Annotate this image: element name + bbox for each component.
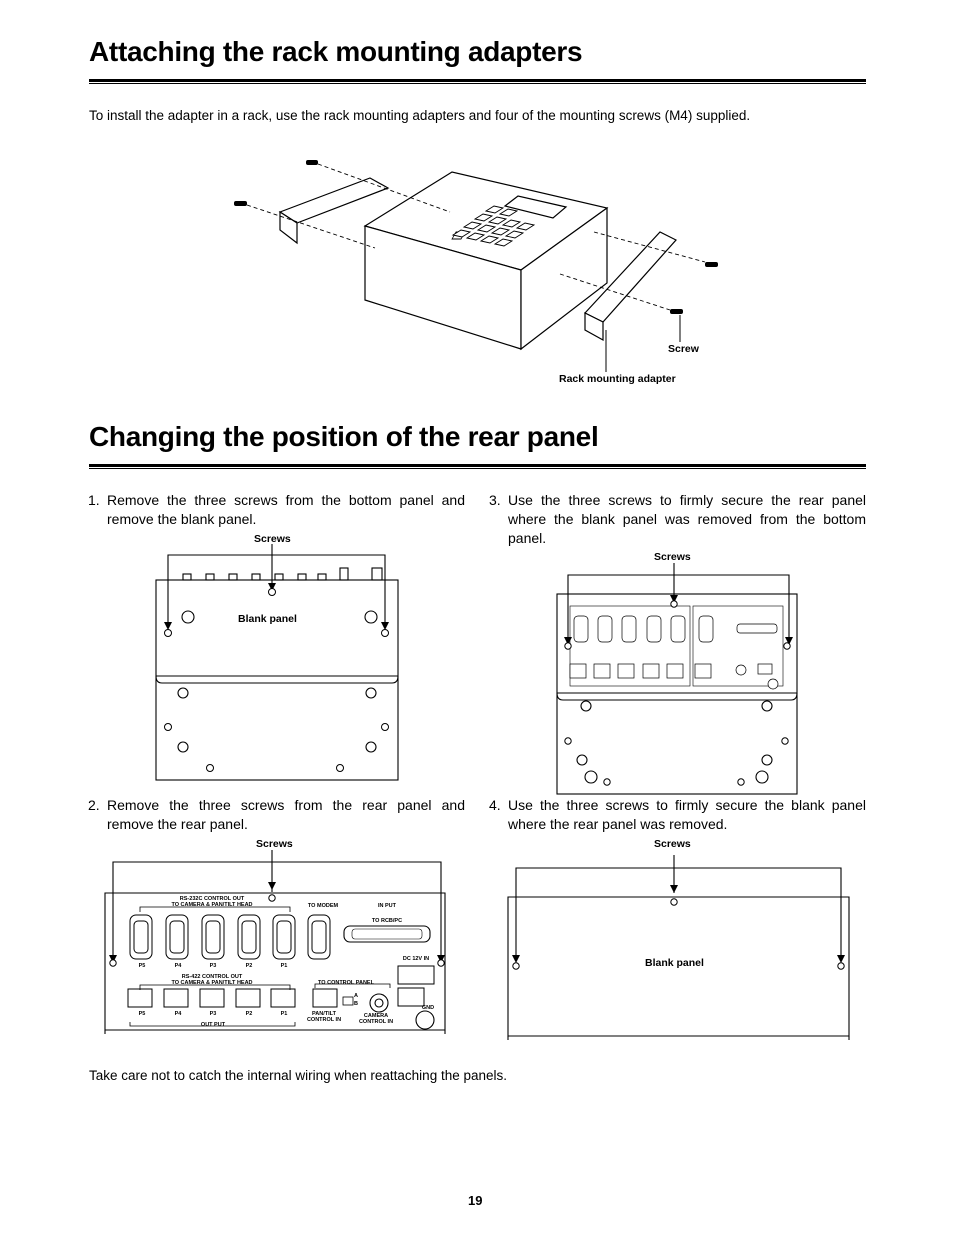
dc-in-label: DC 12V IN [403, 956, 429, 962]
intro-paragraph: To install the adapter in a rack, use th… [89, 108, 751, 123]
port-label: P4 [175, 1011, 183, 1017]
in-put-label: IN PUT [378, 903, 397, 909]
camera-label-2: CONTROL IN [359, 1019, 393, 1025]
title-rule [89, 79, 866, 82]
screw-icon [164, 588, 389, 772]
pan-tilt-label-2: CONTROL IN [307, 1017, 341, 1023]
to-control-panel-label: TO CONTROL PANEL [318, 980, 375, 986]
out-put-label: OUT PUT [201, 1022, 226, 1028]
section-title-rack-mounting: Attaching the rack mounting adapters [89, 36, 583, 67]
port-label: P2 [246, 963, 253, 969]
switch-a-label: A [354, 993, 358, 999]
rack-mount-illustration [234, 160, 718, 372]
port-label: P5 [139, 963, 146, 969]
page-number: 19 [468, 1193, 483, 1208]
rack-adapter-label: Rack mounting adapter [559, 373, 676, 385]
screw-icon [109, 894, 445, 967]
rs232-label-2: TO CAMERA & PAN/TILT HEAD [171, 902, 252, 908]
pan-tilt-label-1: PAN/TILT [312, 1011, 337, 1017]
keypad-keys [451, 205, 536, 247]
blank-panel-label: Blank panel [238, 613, 297, 625]
rs232-label-1: RS-232C CONTROL OUT [180, 896, 245, 902]
screw-label: Screw [668, 343, 699, 355]
step-4: 4.Use the three screws to firmly secure … [489, 797, 866, 832]
note-text: Take care not to catch the internal wiri… [89, 1068, 507, 1083]
screw-icon [512, 898, 845, 970]
section-title-rear-panel: Changing the position of the rear panel [89, 421, 599, 452]
port-label: P3 [210, 1011, 217, 1017]
rs422-label-1: RS-422 CONTROL OUT [182, 974, 243, 980]
gnd-label: GND [422, 1005, 434, 1011]
db9-connectors [129, 914, 331, 960]
switch-b-label: B [354, 1001, 358, 1007]
screws-label: Screws [254, 533, 291, 545]
port-label: P1 [281, 963, 288, 969]
screws-label: Screws [256, 838, 293, 850]
step-2: 2.Remove the three screws from the rear … [88, 797, 465, 832]
port-label: P4 [175, 963, 183, 969]
title-rule-thin [89, 468, 866, 469]
port-label: P1 [281, 1011, 288, 1017]
port-label: P5 [139, 1011, 146, 1017]
screw-icon [234, 160, 718, 314]
camera-label-1: CAMERA [364, 1013, 388, 1019]
step-3: 3.Use the three screws to firmly secure … [489, 492, 866, 546]
to-modem-label: TO MODEM [308, 903, 339, 909]
to-rcb-label: TO RCB/PC [372, 918, 402, 924]
title-rule-thin [89, 83, 866, 84]
port-label: P2 [246, 1011, 253, 1017]
port-label: P3 [210, 963, 217, 969]
blank-panel-label: Blank panel [645, 957, 704, 969]
title-rule [89, 464, 866, 467]
screw-icon [564, 600, 791, 786]
step-1: 1.Remove the three screws from the botto… [88, 492, 465, 527]
screws-label: Screws [654, 551, 691, 563]
screws-label: Screws [654, 838, 691, 850]
rs422-label-2: TO CAMERA & PAN/TILT HEAD [171, 980, 252, 986]
